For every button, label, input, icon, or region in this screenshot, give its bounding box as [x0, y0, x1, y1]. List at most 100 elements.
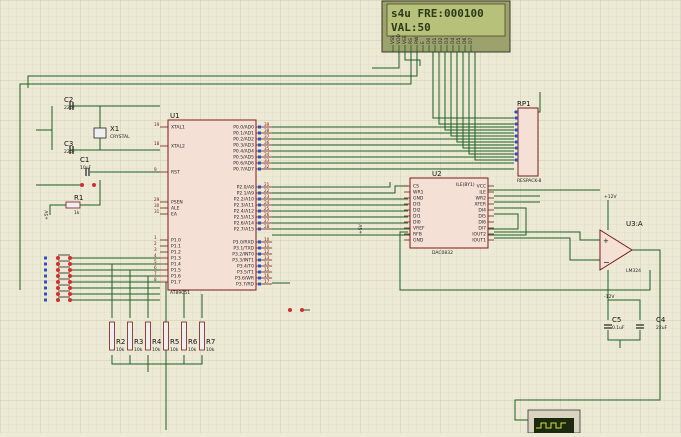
button-contact	[68, 256, 72, 260]
cap-value: 22uF	[656, 325, 668, 331]
u1-pin-name: P1.6	[171, 274, 181, 280]
u1-pin-name: P3.3/INT1	[232, 258, 254, 264]
svg-text:+: +	[603, 237, 609, 245]
u1-pin-number: 28	[264, 224, 270, 229]
button-contact	[56, 286, 60, 290]
u3-opamp: + − U3:A LM324	[599, 220, 643, 274]
u1-pin-number: 3	[154, 247, 157, 252]
u1-pin-name: P1.2	[171, 250, 181, 256]
cap-ref: C1	[80, 156, 89, 164]
u1-pin-number: 35	[264, 146, 270, 151]
u1-pin-number: 39	[264, 122, 270, 127]
lcd-pin-label: VSS	[390, 35, 396, 44]
lcd-pin-label: D5	[456, 38, 462, 44]
u1-pin-number: 36	[264, 140, 270, 145]
u2-ref: U2	[432, 170, 442, 178]
u2-pin-name: DI1	[413, 214, 421, 220]
u1-pin-name: P1.5	[171, 268, 181, 274]
u1-pin-number: 12	[264, 249, 270, 254]
resistor-value: 10k	[152, 347, 161, 353]
button-contact	[56, 256, 60, 260]
resistor-value: 10k	[116, 347, 125, 353]
u1-pin-name: P3.0/RXD	[233, 240, 255, 246]
u1-pin-name: P2.4/A12	[234, 209, 254, 215]
u1-pin-number: 4	[154, 253, 157, 258]
u2-pin-name: GND	[413, 196, 424, 202]
button-contact	[68, 274, 72, 278]
u1-pin-name: P3.6/WR	[235, 276, 254, 282]
u1-pin-number: 14	[264, 261, 270, 266]
u1-pin-number: 27	[264, 218, 270, 223]
u1-pin-name: P3.7/RD	[236, 282, 255, 288]
lcd-pin-label: D0	[426, 38, 432, 44]
u1-pin-name: P2.7/A15	[234, 227, 254, 233]
button-contact	[68, 268, 72, 272]
u2-pin-name: DI0	[413, 220, 421, 226]
u2-pin-name: DI2	[413, 208, 421, 214]
rp1-part: RESPACK-8	[517, 178, 541, 184]
u1-pin-number: 21	[264, 182, 270, 187]
resistor-ref: R6	[188, 338, 198, 346]
u1-pin-name: PSEN	[171, 200, 183, 206]
resistor-ref: R5	[170, 338, 179, 346]
u1-pin-name: P3.5/T1	[237, 270, 254, 276]
u2-pin-name: WR2	[476, 196, 487, 202]
button-contact	[56, 262, 60, 266]
int-button-contact	[288, 308, 292, 312]
r1-ref: R1	[74, 194, 83, 202]
u1-pin-name: P0.5/AD5	[233, 155, 254, 161]
u2-pin-name: DI3	[413, 202, 421, 208]
reset-button-contact	[80, 183, 84, 187]
lcd-pin-label: D1	[432, 38, 438, 44]
u1-part: AT89C51	[170, 290, 190, 296]
cap-value: 22pF	[64, 149, 76, 155]
u2-pin-name: DI5	[478, 214, 486, 220]
u1-pin-name: ALE	[171, 206, 180, 212]
u1-pin-name: XTAL2	[171, 144, 185, 150]
button-contact	[56, 298, 60, 302]
int-button-contact	[300, 308, 304, 312]
resistor-ref: R3	[134, 338, 143, 346]
cap-ref: C2	[64, 96, 73, 104]
u1-pin-number: 11	[264, 243, 270, 248]
button-contact	[56, 292, 60, 296]
u3-ref: U3:A	[626, 220, 643, 228]
u1-pin-number: 16	[264, 273, 270, 278]
u1-pin-number: 37	[264, 134, 270, 139]
lcd-pin-label: VDD	[396, 33, 402, 44]
button-bank	[44, 183, 304, 312]
u2-pin-name: CS	[413, 184, 419, 190]
x1-ref: X1	[110, 125, 119, 133]
u1-pin-number: 18	[154, 141, 160, 146]
lcd-pin-label: RW	[414, 36, 420, 44]
cap-value: 0.1uF	[612, 325, 625, 331]
u1-pin-number: 13	[264, 255, 270, 260]
u1-pin-name: P3.4/T0	[237, 264, 254, 270]
u2-pin-name: GND	[413, 238, 424, 244]
wires	[19, 52, 661, 430]
lcd-line-1: s4u FRE:000100	[391, 7, 484, 20]
resistor-value: 10k	[170, 347, 179, 353]
u1-ref: U1	[170, 112, 180, 120]
u1-pin-name: P0.6/AD6	[233, 161, 254, 167]
resistor-ref: R2	[116, 338, 125, 346]
rp1-respack: RP1 RESPACK-8	[514, 100, 541, 184]
u1-pin-number: 23	[264, 194, 270, 199]
u1-pin-number: 25	[264, 206, 270, 211]
u1-pin-number: 17	[264, 279, 270, 284]
u2-pin-name: IOUT1	[472, 238, 486, 244]
u1-microcontroller: U1 AT89C51 XTAL119XTAL218RST9PSEN29ALE30…	[154, 112, 272, 296]
lcd-pin-label: E	[420, 41, 426, 44]
u1-pin-number: 1	[154, 235, 157, 240]
resistor-ref: R4	[152, 338, 162, 346]
u1-pin-name: P3.1/TXD	[233, 246, 254, 252]
u1-pin-number: 29	[154, 197, 160, 202]
u1-pin-number: 32	[264, 164, 270, 169]
u2-pin-name: DI7	[478, 226, 486, 232]
u2-dac: U2 ILE(BY1) DAC0832 CSWR1GNDDI3DI2DI1DI0…	[404, 170, 494, 256]
u1-pin-number: 22	[264, 188, 270, 193]
resistor-value: 10k	[134, 347, 143, 353]
